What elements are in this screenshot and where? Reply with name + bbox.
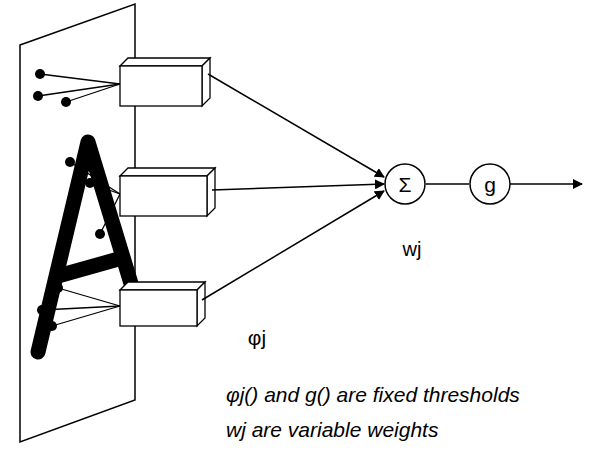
weight-arrows (202, 74, 384, 300)
neuron-symbol: Σ (399, 174, 412, 195)
output-arrow (510, 183, 582, 185)
signal-line (426, 183, 469, 185)
label-holder: φj (248, 326, 266, 349)
caption-line: φj() and g() are fixed thresholds (226, 383, 520, 406)
neuron-circle: Σ (384, 163, 426, 205)
caption-line: wj are variable weights (226, 418, 438, 441)
retina-plane (20, 4, 135, 442)
receptor-wires (38, 74, 120, 326)
weight-label: wj (403, 238, 422, 260)
label-holder: wj are variable weights (226, 418, 438, 441)
label-holder: wj (403, 238, 422, 260)
neuron-symbol: g (484, 174, 496, 195)
receptor-dots (33, 69, 105, 331)
neuron-circle: g (469, 163, 511, 205)
unit-label: φj (248, 326, 266, 349)
label-holder: φj() and g() are fixed thresholds (226, 383, 520, 406)
letter-a-bar (58, 258, 122, 276)
phi-unit-boxes (120, 58, 215, 326)
